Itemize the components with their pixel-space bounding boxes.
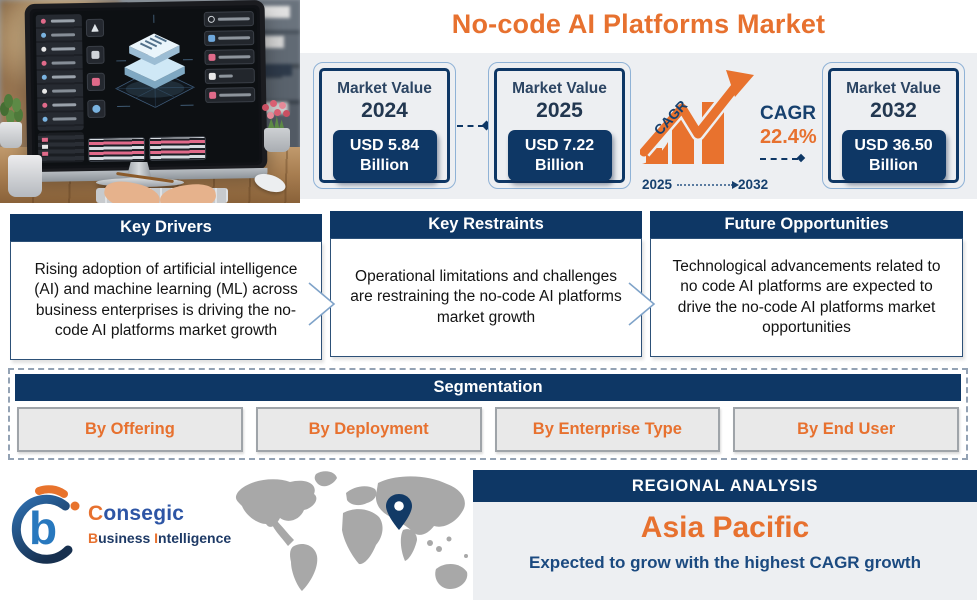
- dotted-arrow: [677, 180, 740, 189]
- isometric-platform-graphic: [115, 14, 195, 108]
- segment-button-by-deployment[interactable]: By Deployment: [255, 407, 482, 452]
- market-value-amount: USD 36.50 Billion: [841, 130, 946, 182]
- favorite-panel: [204, 49, 255, 65]
- key-restraints-title: Key Restraints: [330, 211, 642, 238]
- future-opportunities-title: Future Opportunities: [650, 211, 963, 238]
- market-value-box-2025: Market Value 2025 USD 7.22 Billion: [488, 62, 631, 189]
- page-title: No-code AI Platforms Market: [451, 9, 826, 39]
- cagr-label: CAGR: [760, 103, 816, 124]
- growth-bar-chart: CAGR: [640, 70, 754, 164]
- market-value-year: 2024: [361, 99, 408, 122]
- dashed-arrow: [457, 125, 484, 127]
- end-year: 2032: [738, 177, 769, 192]
- video-icon: [208, 34, 216, 42]
- segment-button-by-enterprise-type[interactable]: By Enterprise Type: [494, 407, 721, 452]
- monitor-base: [96, 178, 184, 187]
- market-value-band: Market Value 2024 USD 5.84 Billion Marke…: [300, 53, 977, 199]
- cagr-period: 2025 2032: [642, 177, 768, 192]
- market-value-amount: USD 7.22 Billion: [507, 130, 612, 182]
- cagr-chart-group: CAGR CAGR 22.4% 2025 2032: [640, 63, 820, 195]
- key-drivers-text: Rising adoption of artificial intelligen…: [10, 241, 322, 360]
- segmentation-title: Segmentation: [15, 374, 961, 401]
- market-value-box-2032: Market Value 2032 USD 36.50 Billion: [822, 62, 965, 189]
- shape-tool-icon: [85, 18, 105, 38]
- regional-analysis-body: Asia Pacific Expected to grow with the h…: [473, 502, 977, 600]
- key-restraints-text: Operational limitations and challenges a…: [330, 238, 642, 357]
- region-name: Asia Pacific: [640, 511, 810, 544]
- world-map: [235, 471, 468, 591]
- market-value-label: Market Value: [337, 80, 432, 97]
- heart-icon: [208, 53, 216, 61]
- region-subtitle: Expected to grow with the highest CAGR g…: [529, 553, 921, 572]
- consegic-logo-mark: b: [11, 485, 80, 564]
- screen-sidebar: [35, 14, 84, 131]
- chevron-right-icon: [308, 282, 336, 326]
- screen-data-tables: [87, 135, 207, 163]
- key-drivers-title: Key Drivers: [10, 214, 322, 241]
- search-panel: [203, 11, 254, 27]
- segment-button-by-offering[interactable]: By Offering: [17, 407, 243, 452]
- location-pin-icon: [386, 494, 412, 530]
- image-tool-icon: [86, 45, 105, 65]
- hero-illustration: [0, 0, 300, 203]
- regional-analysis-title: REGIONAL ANALYSIS: [473, 470, 977, 502]
- market-value-amount: USD 5.84 Billion: [332, 130, 437, 182]
- future-opportunities-text: Technological advancements related to no…: [650, 238, 963, 357]
- block-tool-icon: [86, 72, 106, 92]
- key-drivers-box: Key Drivers Rising adoption of artificia…: [10, 214, 322, 360]
- market-value-year: 2032: [870, 99, 917, 122]
- future-opportunities-box: Future Opportunities Technological advan…: [650, 211, 963, 357]
- segment-buttons: By Offering By Deployment By Enterprise …: [17, 407, 959, 452]
- plant: [0, 92, 28, 148]
- no-code-platform-screen: [32, 8, 260, 166]
- key-restraints-box: Key Restraints Operational limitations a…: [330, 211, 642, 357]
- chevron-right-icon: [628, 282, 656, 326]
- card-panel: [205, 87, 256, 103]
- company-logo: b Consegic Business Intelligence: [8, 480, 232, 588]
- monitor: [24, 0, 268, 183]
- mug: [8, 155, 42, 197]
- market-value-label: Market Value: [512, 80, 607, 97]
- screen-right-panels: [203, 11, 256, 107]
- brand-tagline: Business Intelligence: [88, 530, 232, 546]
- market-value-label: Market Value: [846, 80, 941, 97]
- doc-icon: [208, 72, 216, 80]
- brand-name: Consegic: [88, 502, 185, 525]
- flower-pot: [254, 98, 298, 160]
- market-value-box-2024: Market Value 2024 USD 5.84 Billion: [313, 62, 456, 189]
- segment-button-by-end-user[interactable]: By End User: [733, 407, 959, 452]
- lens-tool-icon: [87, 99, 106, 119]
- insights-section: Key Drivers Rising adoption of artificia…: [0, 207, 977, 367]
- cagr-value: 22.4%: [760, 126, 817, 148]
- table-panel: [148, 135, 207, 161]
- start-year: 2025: [642, 177, 673, 192]
- table-panel: [87, 137, 146, 163]
- regional-analysis-section: REGIONAL ANALYSIS Asia Pacific Expected …: [473, 470, 977, 600]
- logo-letter: b: [29, 502, 57, 554]
- tag-icon: [209, 91, 217, 99]
- list-panel: [204, 68, 255, 84]
- header-section: No-code AI Platforms Market Market Value…: [300, 0, 977, 205]
- segmentation-section: Segmentation By Offering By Deployment B…: [8, 368, 968, 460]
- media-panel: [204, 30, 255, 46]
- screen-bottom-panel: [37, 132, 85, 163]
- search-icon: [207, 15, 215, 23]
- market-value-year: 2025: [536, 99, 583, 122]
- dashed-arrow: [760, 158, 798, 160]
